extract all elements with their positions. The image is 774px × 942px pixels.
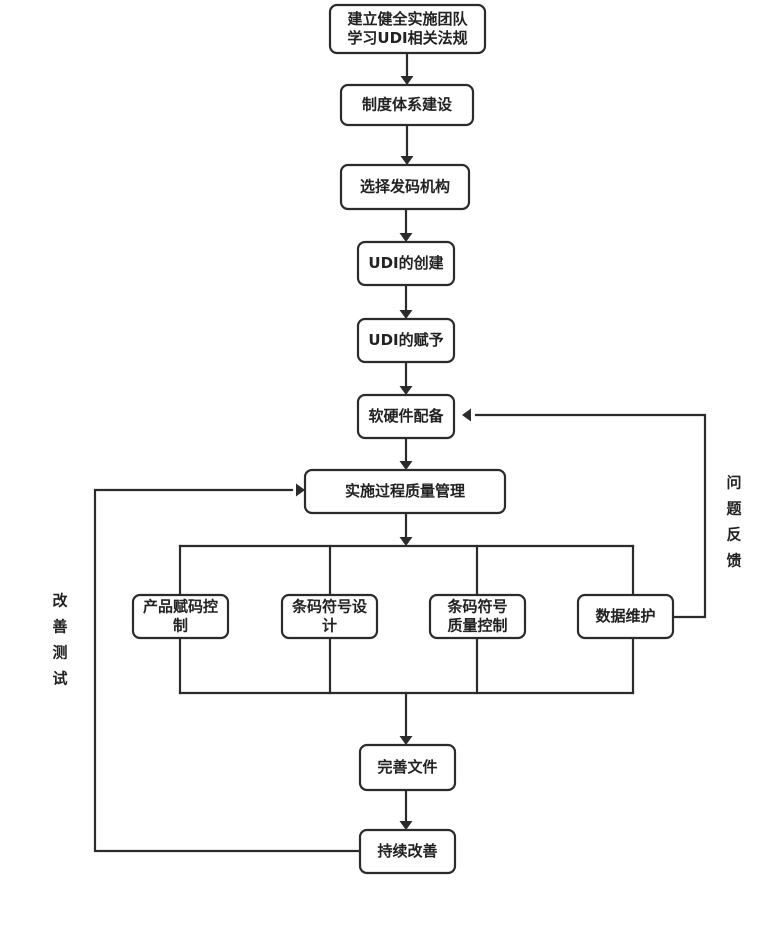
connector-create-to-assign	[399, 283, 413, 319]
node-udi-creation[interactable]: UDI的创建	[356, 240, 456, 287]
node-barcode-symbol-quality-control-label: 条码符号	[446, 598, 507, 616]
node-udi-assignment-label: UDI的赋予	[368, 331, 443, 349]
node-hardware-software-provision-box[interactable]	[356, 393, 456, 440]
node-establish-team-label: 学习UDI相关法规	[347, 29, 467, 47]
connector-system-to-agency-arrowhead-icon	[400, 156, 414, 165]
node-system-construction[interactable]: 制度体系建设	[339, 83, 475, 127]
connector-feedback-loop-right-line	[474, 413, 707, 619]
connector-improvement-loop-left-arrowhead-icon	[296, 483, 305, 497]
node-improve-documents[interactable]: 完善文件	[358, 743, 457, 792]
node-udi-assignment[interactable]: UDI的赋予	[356, 317, 456, 364]
node-data-maintenance-label: 数据维护	[595, 607, 655, 625]
vertical-label-improvement-test-char: 试	[52, 670, 67, 688]
connector-assign-to-hardware-arrowhead-icon	[399, 386, 413, 395]
node-data-maintenance[interactable]: 数据维护	[576, 593, 675, 640]
node-implementation-process-quality-management-box[interactable]	[303, 468, 507, 515]
node-implementation-process-quality-management[interactable]: 实施过程质量管理	[303, 468, 507, 515]
node-improve-documents-label: 完善文件	[377, 758, 437, 776]
node-system-construction-box[interactable]	[339, 83, 475, 127]
connector-quality-to-bus-arrowhead-icon	[399, 537, 413, 546]
node-barcode-symbol-quality-control-label: 质量控制	[447, 617, 507, 635]
node-barcode-symbol-design-box[interactable]	[280, 593, 379, 640]
node-barcode-symbol-quality-control-box[interactable]	[428, 593, 527, 640]
connector-team-to-system	[400, 51, 414, 85]
vertical-label-problem-feedback-char: 题	[726, 500, 742, 518]
node-continuous-improvement[interactable]: 持续改善	[358, 828, 457, 875]
connector-hardware-to-quality	[399, 436, 413, 470]
connector-team-to-system-arrowhead-icon	[400, 76, 414, 85]
node-continuous-improvement-label: 持续改善	[377, 842, 437, 860]
connector-documents-to-improvement	[399, 788, 413, 830]
node-udi-creation-label: UDI的创建	[368, 254, 444, 272]
node-select-issuing-agency-label: 选择发码机构	[360, 178, 450, 196]
vertical-label-problem-feedback-char: 馈	[725, 552, 741, 570]
node-continuous-improvement-box[interactable]	[358, 828, 457, 875]
node-implementation-process-quality-management-label: 实施过程质量管理	[345, 482, 465, 500]
node-improve-documents-box[interactable]	[358, 743, 457, 792]
connector-create-to-assign-arrowhead-icon	[399, 310, 413, 319]
connector-quality-to-bus	[399, 511, 413, 546]
vertical-label-improvement-test-char: 改	[52, 592, 68, 610]
node-establish-team-label: 建立健全实施团队	[347, 10, 468, 28]
node-barcode-symbol-design-label: 条码符号设	[291, 598, 367, 616]
node-product-coding-control-label: 产品赋码控	[143, 598, 218, 616]
node-select-issuing-agency[interactable]: 选择发码机构	[339, 163, 471, 211]
connector-feedback-loop-right	[462, 408, 707, 619]
node-udi-assignment-box[interactable]	[356, 317, 456, 364]
vertical-label-improvement-test-char: 善	[52, 618, 67, 636]
node-udi-creation-box[interactable]	[356, 240, 456, 287]
connector-improvement-loop-left	[93, 483, 362, 853]
connector-system-to-agency	[400, 123, 414, 165]
connector-documents-to-improvement-arrowhead-icon	[399, 821, 413, 830]
node-select-issuing-agency-box[interactable]	[339, 163, 471, 211]
node-hardware-software-provision[interactable]: 软硬件配备	[356, 393, 456, 440]
connector-feedback-loop-right-arrowhead-icon	[462, 408, 471, 422]
node-establish-team-box[interactable]	[328, 3, 487, 55]
vertical-label-problem-feedback-char: 反	[726, 526, 741, 544]
vertical-label-improvement-test-char: 测	[52, 644, 67, 662]
connector-bus-to-documents	[399, 691, 413, 745]
node-hardware-software-provision-label: 软硬件配备	[368, 407, 444, 425]
node-product-coding-control-box[interactable]	[131, 593, 230, 640]
connector-bus-to-documents-arrowhead-icon	[399, 736, 413, 745]
connector-agency-to-create	[399, 207, 413, 242]
nodes-layer: 建立健全实施团队学习UDI相关法规制度体系建设选择发码机构UDI的创建UDI的赋…	[131, 3, 675, 875]
connector-agency-to-create-arrowhead-icon	[399, 233, 413, 242]
connector-assign-to-hardware	[399, 360, 413, 395]
vertical-label-problem-feedback-char: 问	[726, 474, 741, 492]
node-data-maintenance-box[interactable]	[576, 593, 675, 640]
connector-hardware-to-quality-arrowhead-icon	[399, 461, 413, 470]
connector-improvement-loop-left-line	[93, 488, 362, 853]
node-barcode-symbol-design-label: 计	[322, 617, 337, 635]
node-product-coding-control-label: 制	[173, 617, 188, 635]
node-system-construction-label: 制度体系建设	[362, 96, 452, 114]
connectors-layer	[93, 51, 707, 853]
